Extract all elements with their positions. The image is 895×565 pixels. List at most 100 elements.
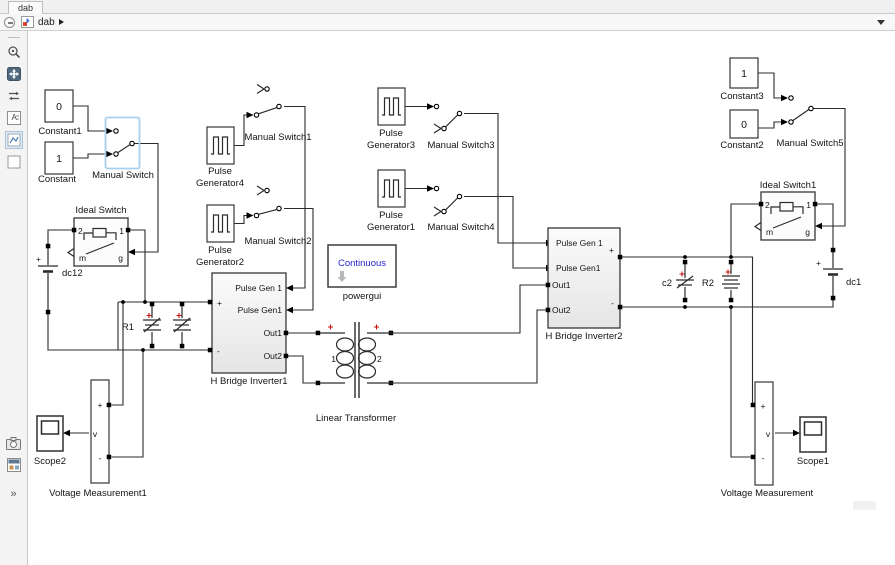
block-manual-switch4[interactable]: Manual Switch4 [427, 185, 495, 233]
block-ideal-switch1[interactable]: Ideal Switch1 2 1 m g [753, 180, 818, 241]
svg-text:1: 1 [331, 354, 336, 364]
block-voltage-measurement[interactable]: + - v Voltage Measurement [721, 381, 814, 499]
block-dc12-source[interactable]: + dc12 [36, 243, 83, 315]
svg-text:m: m [79, 253, 86, 263]
block-constant3[interactable]: 1 Constant3 [720, 57, 764, 102]
block-constant2[interactable]: 0 Constant2 [720, 109, 764, 151]
block-c2-branch[interactable]: c2 [662, 259, 694, 303]
svg-text:Pulse Gen 1: Pulse Gen 1 [235, 283, 282, 293]
block-label: H Bridge Inverter1 [210, 376, 287, 387]
sidebar-divider [7, 37, 20, 38]
block-constant1[interactable]: 0 Constant1 [38, 89, 82, 137]
block-scope1[interactable]: Scope1 [797, 416, 829, 467]
wire [622, 300, 834, 308]
signal-curve-icon[interactable] [4, 131, 23, 149]
scope-screen [40, 420, 60, 435]
svg-text:Generator1: Generator1 [367, 222, 415, 233]
breadcrumb-dropdown-arrow[interactable] [877, 19, 885, 25]
block-constant[interactable]: 1 Constant [38, 141, 76, 185]
block-label: Manual Switch1 [244, 132, 311, 143]
svg-text:-: - [99, 453, 102, 463]
palette-sidebar: A » [0, 31, 28, 565]
block-pulse-generator3[interactable]: Pulse Generator3 [367, 87, 415, 151]
svg-text:Pulse: Pulse [208, 245, 232, 256]
block-label: c2 [662, 278, 672, 289]
block-label: R1 [122, 322, 134, 333]
block-ideal-switch[interactable]: Ideal Switch 2 1 m g [66, 205, 131, 267]
svg-text:Out2: Out2 [264, 351, 283, 361]
block-label: Constant2 [720, 140, 763, 151]
breadcrumb-model-name[interactable]: dab [38, 16, 55, 28]
block-label: Constant3 [720, 91, 763, 102]
wire [234, 214, 247, 225]
annotation-icon[interactable]: A [5, 109, 23, 127]
svg-text:-: - [217, 346, 220, 356]
svg-text:2: 2 [765, 200, 770, 210]
model-panel-icon[interactable] [5, 456, 23, 474]
block-linear-transformer[interactable]: 1 2 Linear Transformer [315, 322, 396, 424]
tab-bar: dab [0, 0, 895, 14]
block-r1-branch[interactable]: R1 [122, 301, 191, 349]
svg-text:g: g [805, 227, 810, 237]
block-manual-switch5[interactable]: Manual Switch5 [776, 95, 844, 149]
hide-explorer-bar-button[interactable] [4, 16, 15, 28]
block-label: Ideal Switch [75, 205, 126, 216]
svg-text:m: m [766, 227, 773, 237]
block-voltage-measurement1[interactable]: + - v Voltage Measurement1 [49, 379, 147, 499]
svg-text:Pulse Gen1: Pulse Gen1 [556, 263, 601, 273]
block-manual-switch1[interactable]: Manual Switch1 [244, 83, 312, 144]
zoom-fit-icon[interactable] [5, 43, 23, 61]
block-label: H Bridge Inverter2 [545, 331, 622, 342]
block-scope2[interactable]: Scope2 [34, 415, 66, 467]
compare-arrows-icon[interactable] [5, 87, 23, 105]
svg-text:+: + [816, 258, 821, 268]
wire [73, 153, 106, 159]
model-tab-dab[interactable]: dab [8, 1, 44, 14]
block-label: R2 [702, 278, 714, 289]
wire [284, 105, 306, 289]
block-label: Manual Switch2 [244, 236, 311, 247]
svg-text:Pulse: Pulse [379, 210, 403, 221]
svg-text:Generator4: Generator4 [196, 178, 244, 189]
svg-text:1: 1 [119, 226, 124, 236]
snapshot-camera-icon[interactable] [5, 434, 23, 452]
block-pulse-generator1[interactable]: Pulse Generator1 [367, 169, 415, 233]
zoom-level-watermark [853, 501, 876, 510]
sidebar-more-button[interactable]: » [10, 488, 17, 500]
wire [464, 112, 546, 244]
signal-wires[interactable] [47, 72, 846, 458]
unconnected-port-fork [256, 83, 265, 95]
pulse-waveform-icon [211, 136, 230, 155]
svg-text:Continuous: Continuous [338, 258, 386, 269]
wire [288, 355, 316, 384]
model-badge-icon [20, 16, 34, 28]
block-manual-switch3[interactable]: Manual Switch3 [427, 103, 495, 151]
svg-text:Generator3: Generator3 [367, 140, 415, 151]
block-r2-branch[interactable]: R2 [702, 259, 740, 303]
block-manual-switch[interactable]: Manual Switch [92, 116, 154, 182]
block-label: Voltage Measurement [721, 488, 814, 499]
block-pulse-generator2[interactable]: Pulse Generator2 [196, 204, 244, 268]
block-label: Constant1 [38, 126, 81, 137]
svg-text:+: + [36, 254, 41, 264]
block-h-bridge-inverter2[interactable]: Pulse Gen 1 Pulse Gen1 Out1 Out2 + - H B… [545, 227, 623, 342]
block-manual-switch2[interactable]: Manual Switch2 [244, 185, 312, 247]
blank-region-icon[interactable] [5, 153, 23, 171]
wire [393, 309, 546, 384]
wire [130, 229, 146, 302]
svg-text:v: v [93, 429, 98, 439]
svg-text:Out1: Out1 [264, 328, 283, 338]
block-label: Scope1 [797, 456, 829, 467]
block-powergui[interactable]: Continuous powergui [327, 244, 397, 302]
block-dc1-source[interactable]: + dc1 [816, 247, 861, 301]
wire [817, 203, 834, 250]
pulse-waveform-icon [211, 214, 230, 233]
block-pulse-generator4[interactable]: Pulse Generator4 [196, 126, 244, 189]
wire [813, 107, 846, 227]
pan-view-icon[interactable] [5, 65, 23, 83]
block-label: Scope2 [34, 456, 66, 467]
svg-text:+: + [761, 401, 766, 411]
block-h-bridge-inverter1[interactable]: + - Pulse Gen 1 Pulse Gen1 Out1 Out2 H B… [207, 272, 289, 387]
